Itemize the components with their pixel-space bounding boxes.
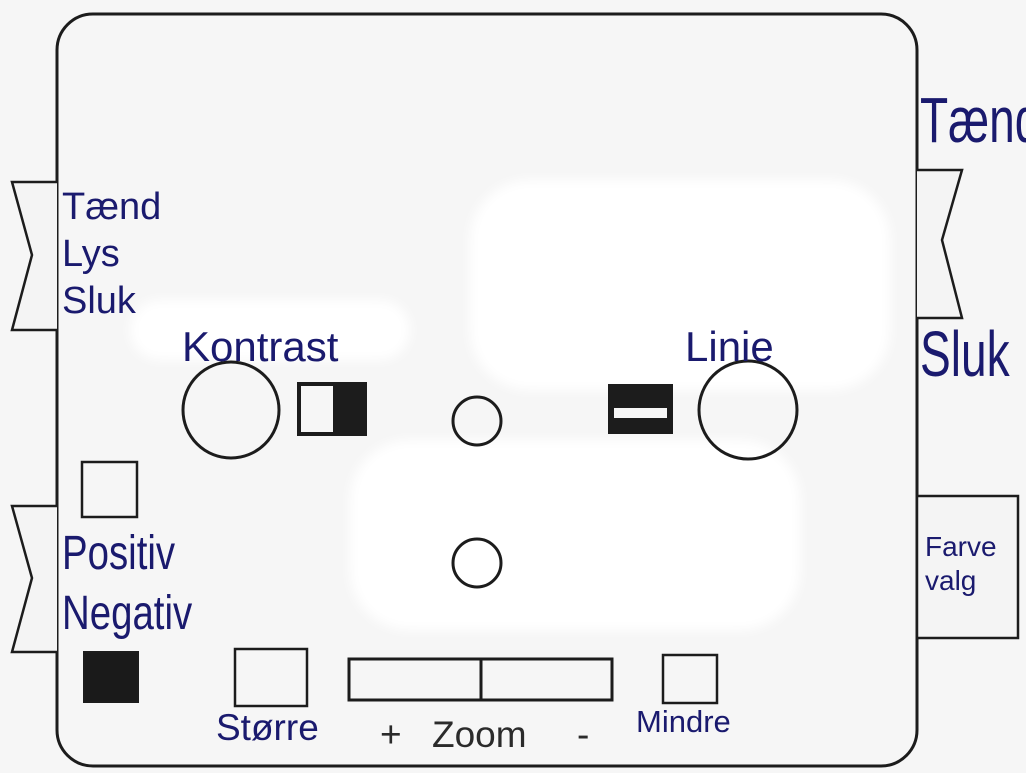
zoom-smaller-button[interactable] xyxy=(661,653,719,705)
center-knob[interactable] xyxy=(451,395,503,447)
background-smudge xyxy=(350,440,800,630)
lower-center-knob[interactable] xyxy=(451,537,503,589)
panel-body xyxy=(55,12,919,768)
color-select-box[interactable] xyxy=(915,494,1020,640)
polarity-switch-tab[interactable] xyxy=(10,504,57,654)
right-switch-off-label: Sluk xyxy=(920,318,1010,390)
color-select-line-2: valg xyxy=(925,565,977,596)
left-switch-on-label: Tænd xyxy=(62,186,162,228)
line-knob[interactable] xyxy=(697,359,799,461)
color-select-labels: Farve valg xyxy=(925,530,997,598)
right-switch-on-label: Tænd xyxy=(920,84,1026,156)
background-smudge xyxy=(130,300,410,360)
contrast-indicator-fill xyxy=(333,384,365,434)
zoom-plus-label: + xyxy=(380,714,402,755)
background-smudge xyxy=(470,180,890,390)
color-select-line-1: Farve xyxy=(925,531,997,562)
zoom-minus-label: - xyxy=(577,714,590,755)
negative-label: Negativ xyxy=(62,587,193,640)
negative-button[interactable] xyxy=(83,651,139,703)
left-light-switch-labels: Tænd Lys Sluk xyxy=(62,184,161,325)
left-light-switch-tab[interactable] xyxy=(10,180,57,332)
right-power-switch-tab[interactable] xyxy=(917,168,964,320)
zoom-larger-button[interactable] xyxy=(233,647,309,708)
contrast-label: Kontrast xyxy=(182,323,339,370)
left-switch-off-label: Sluk xyxy=(62,280,136,322)
zoom-smaller-label: Mindre xyxy=(636,704,731,739)
positive-button[interactable] xyxy=(80,460,139,519)
left-switch-light-label: Lys xyxy=(62,233,120,275)
contrast-knob[interactable] xyxy=(181,360,281,460)
zoom-larger-label: Større xyxy=(216,707,319,748)
line-indicator-bar xyxy=(614,408,667,418)
zoom-label: Zoom xyxy=(432,714,527,755)
line-label: Linie xyxy=(685,323,774,370)
positive-label: Positiv xyxy=(62,527,176,580)
